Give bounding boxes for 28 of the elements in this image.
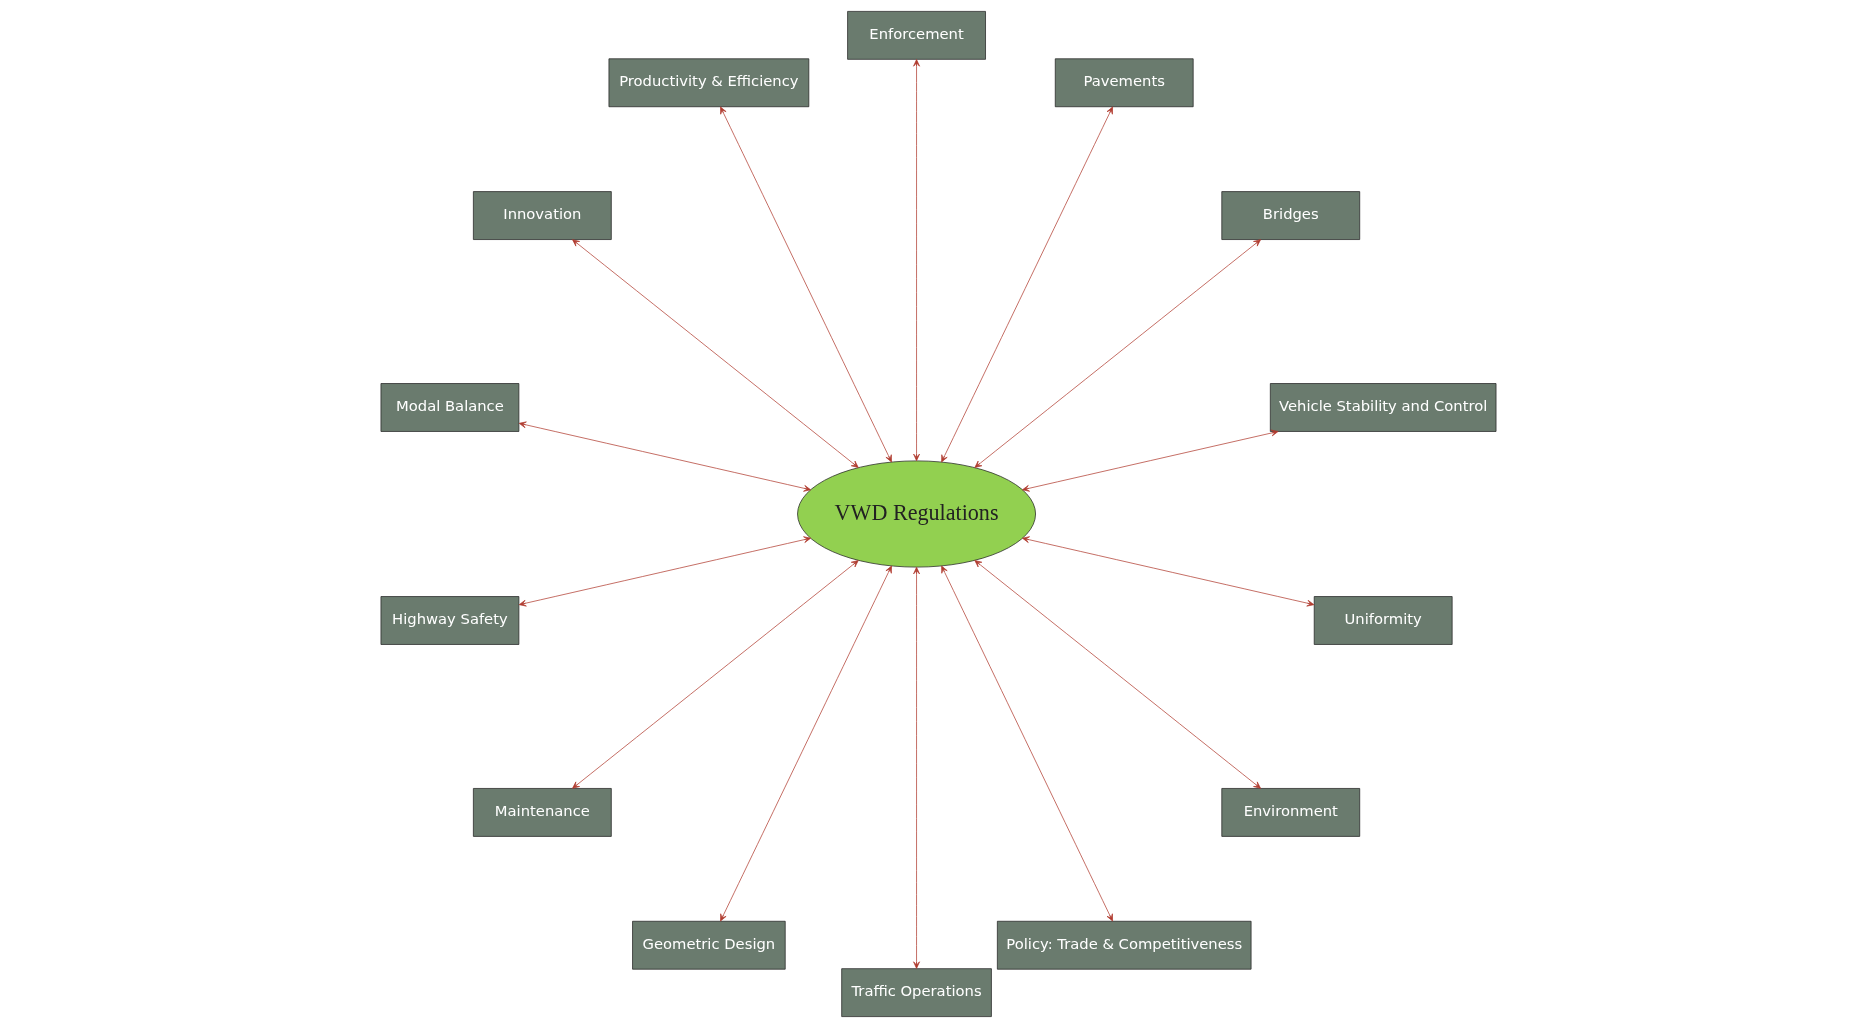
node-box: Maintenance: [472, 788, 612, 837]
arrow: [571, 560, 859, 789]
node-box: Geometric Design: [631, 920, 786, 970]
arrow: [940, 106, 1113, 463]
node-box: Pavements: [1054, 58, 1194, 108]
node-box: Policy: Trade & Competitiveness: [996, 920, 1251, 970]
arrow: [719, 565, 892, 922]
node-box: Environment: [1220, 788, 1360, 837]
arrow: [973, 239, 1261, 468]
node-box: Uniformity: [1313, 596, 1453, 645]
node-box: Innovation: [472, 191, 612, 240]
arrow: [719, 106, 892, 463]
arrow: [571, 239, 859, 468]
arrow: [912, 59, 920, 462]
node-box: Vehicle Stability and Control: [1269, 383, 1496, 432]
node-box: Highway Safety: [380, 596, 519, 645]
node-box: Modal Balance: [380, 383, 519, 432]
arrow: [973, 560, 1261, 789]
arrow: [518, 421, 811, 492]
arrow: [912, 566, 920, 969]
arrow: [1021, 429, 1278, 492]
arrow: [518, 536, 811, 607]
node-box: Bridges: [1220, 191, 1360, 240]
node-box: Productivity & Efficiency: [608, 58, 809, 108]
arrow: [940, 565, 1113, 922]
node-box: Traffic Operations: [840, 968, 992, 1017]
arrow: [1021, 536, 1314, 607]
node-box: Enforcement: [846, 11, 986, 60]
